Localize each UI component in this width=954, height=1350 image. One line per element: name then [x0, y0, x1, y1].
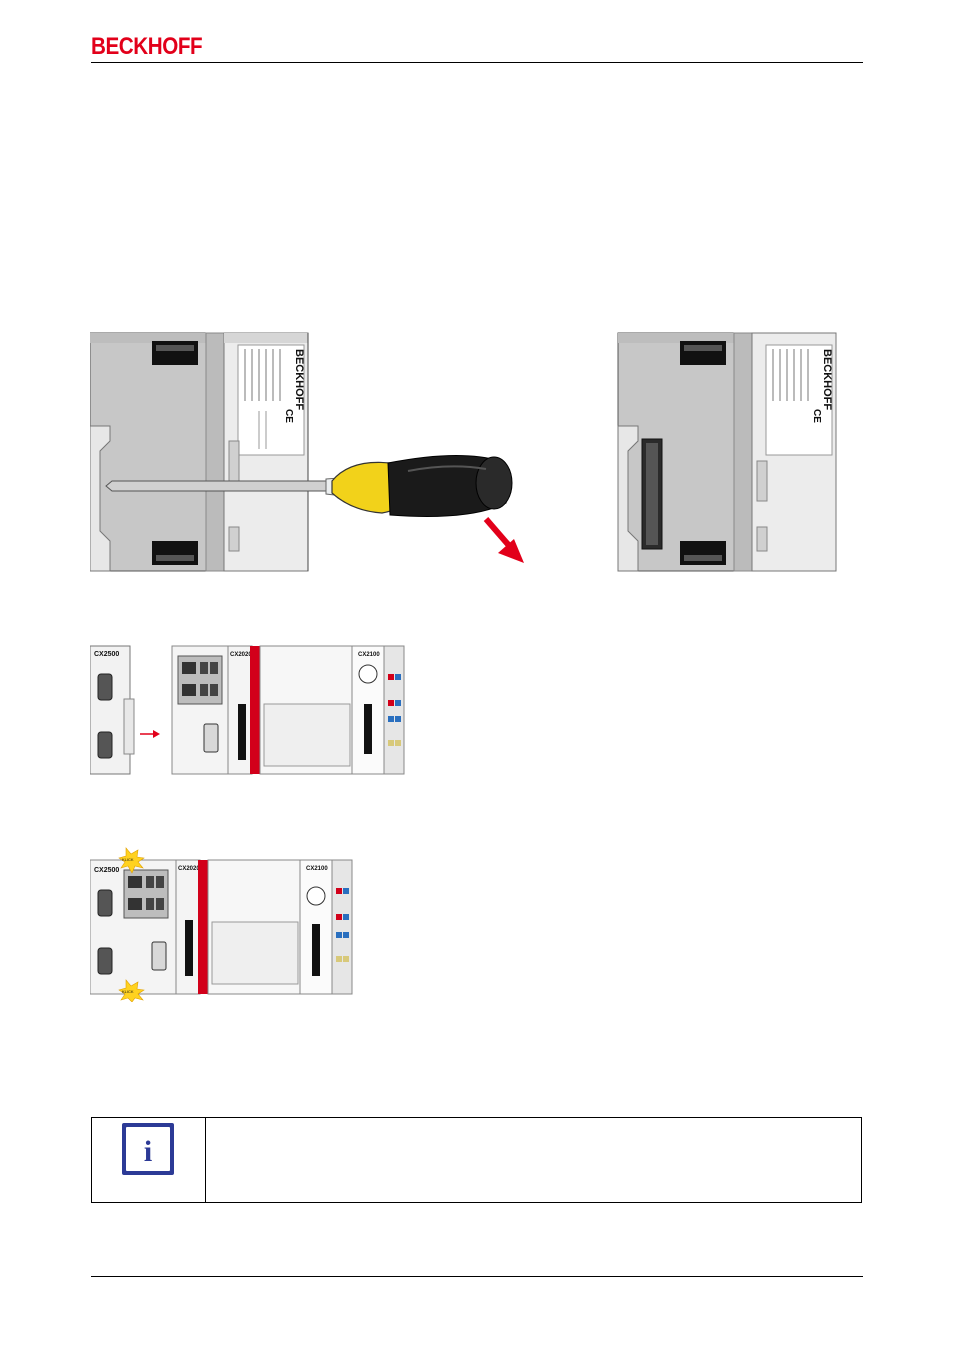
module-attached-illustration: CX2500 KLICK KLICK CX2020 CX2100: [90, 847, 353, 1002]
cx2500-label: CX2500: [94, 651, 119, 658]
remove-cover-illustration: BECKHOFF CE BECKHOFF: [90, 332, 837, 572]
cx2100-label: CX2100: [358, 652, 380, 658]
ce-mark-2: CE: [811, 409, 822, 423]
notice-divider: [205, 1118, 206, 1202]
figure-remove-cover: BECKHOFF CE BECKHOFF: [90, 331, 840, 573]
info-icon-frame: i: [126, 1127, 170, 1171]
label-brand: BECKHOFF: [293, 349, 305, 410]
footer-rule: [91, 1276, 863, 1277]
cx2100-label-attached: CX2100: [306, 866, 328, 872]
cx2020-label: CX2020: [230, 652, 252, 658]
header-rule: [91, 62, 863, 63]
figure-attach-module: CX2500 CX2020 CX2100: [90, 644, 410, 776]
figure-module-attached: CX2500 KLICK KLICK CX2020 CX2100: [90, 846, 356, 1002]
info-icon-glyph: i: [143, 1135, 153, 1168]
beckhoff-logo: BECKHOFF: [91, 33, 203, 60]
cx2500-label-attached: CX2500: [94, 867, 119, 874]
cx2020-label-attached: CX2020: [178, 866, 200, 872]
klick-top: KLICK: [122, 857, 134, 862]
notice-box: i: [91, 1117, 862, 1203]
ce-mark: CE: [283, 409, 294, 423]
attach-module-illustration: CX2500 CX2020 CX2100: [90, 645, 405, 775]
label-brand-2: BECKHOFF: [821, 349, 833, 410]
info-icon: i: [122, 1123, 174, 1175]
klick-bottom: KLICK: [122, 989, 134, 994]
